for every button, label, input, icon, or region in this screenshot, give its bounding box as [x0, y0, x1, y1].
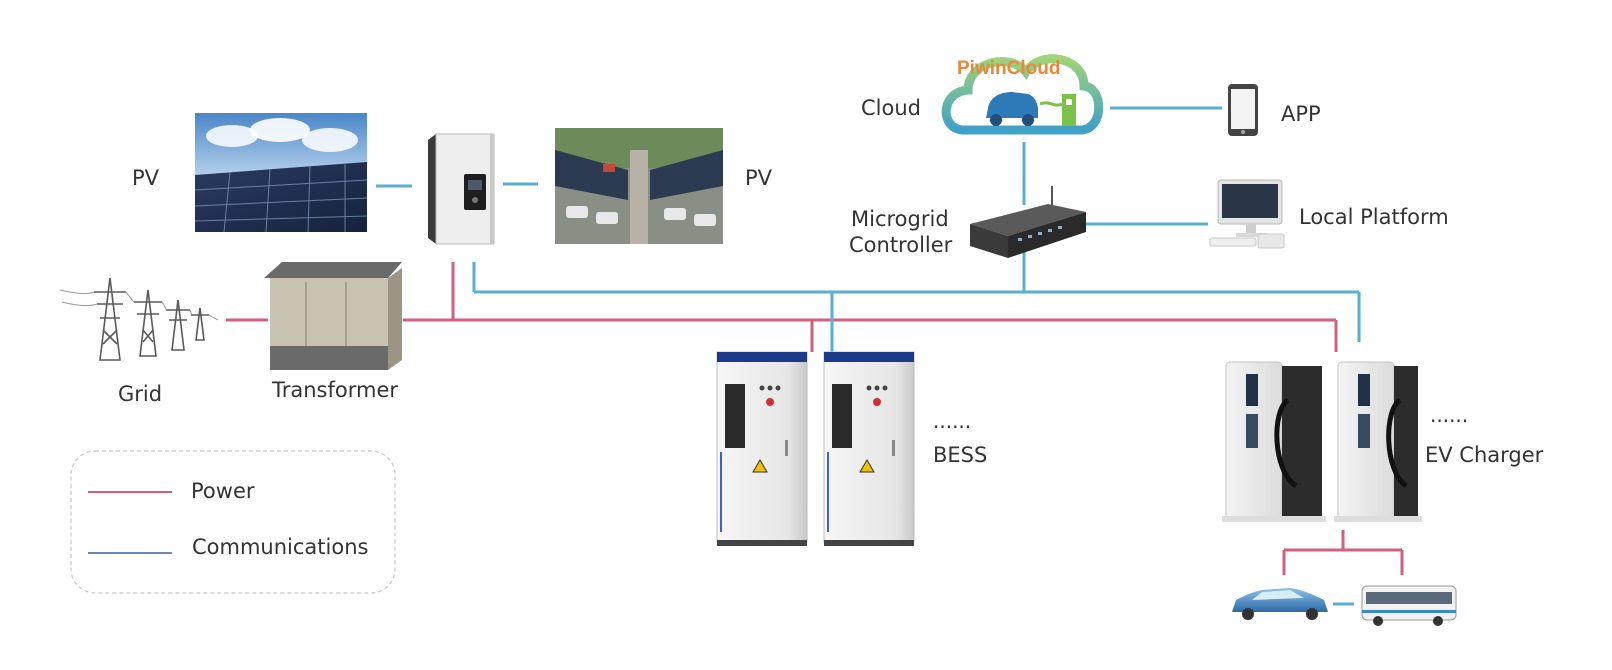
transformer-label: Transformer — [272, 378, 399, 402]
solar-panel-icon — [194, 113, 368, 233]
local-platform-label: Local Platform — [1299, 205, 1449, 229]
desktop-icon — [1209, 179, 1285, 249]
ev-charger-label: EV Charger — [1425, 443, 1544, 467]
microgrid-controller-label-line2: Controller — [849, 233, 953, 257]
legend-power-label: Power — [191, 479, 255, 503]
pylon-icon — [59, 277, 219, 361]
ev-ellipsis: ...... — [1430, 403, 1469, 427]
battery-cabinet-icon — [716, 351, 915, 546]
power-lines — [226, 262, 1404, 575]
bess-ellipsis: ...... — [933, 409, 972, 433]
legend-communications-label: Communications — [192, 535, 369, 559]
transformer-icon — [262, 262, 402, 370]
legend-frame — [70, 450, 396, 594]
app-label: APP — [1281, 102, 1321, 126]
ev-charger-icon — [1222, 361, 1422, 522]
cloud-label: Cloud — [861, 96, 921, 120]
microgrid-controller-label-line1: Microgrid — [851, 207, 949, 231]
pv-right-label: PV — [745, 166, 773, 190]
controller-icon — [970, 186, 1086, 258]
carport-icon — [555, 128, 723, 244]
pv-left-label: PV — [132, 166, 160, 190]
communication-lines — [376, 106, 1361, 606]
grid-label: Grid — [118, 382, 163, 406]
cloud-icon — [941, 54, 1104, 135]
bess-label: BESS — [933, 443, 988, 467]
cloud-brand-text: PiwinCloud — [957, 58, 1061, 79]
inverter-icon — [428, 133, 495, 245]
legend — [70, 450, 396, 594]
bus-icon — [1361, 585, 1457, 626]
tablet-icon — [1228, 84, 1258, 136]
car-icon — [1232, 588, 1328, 620]
